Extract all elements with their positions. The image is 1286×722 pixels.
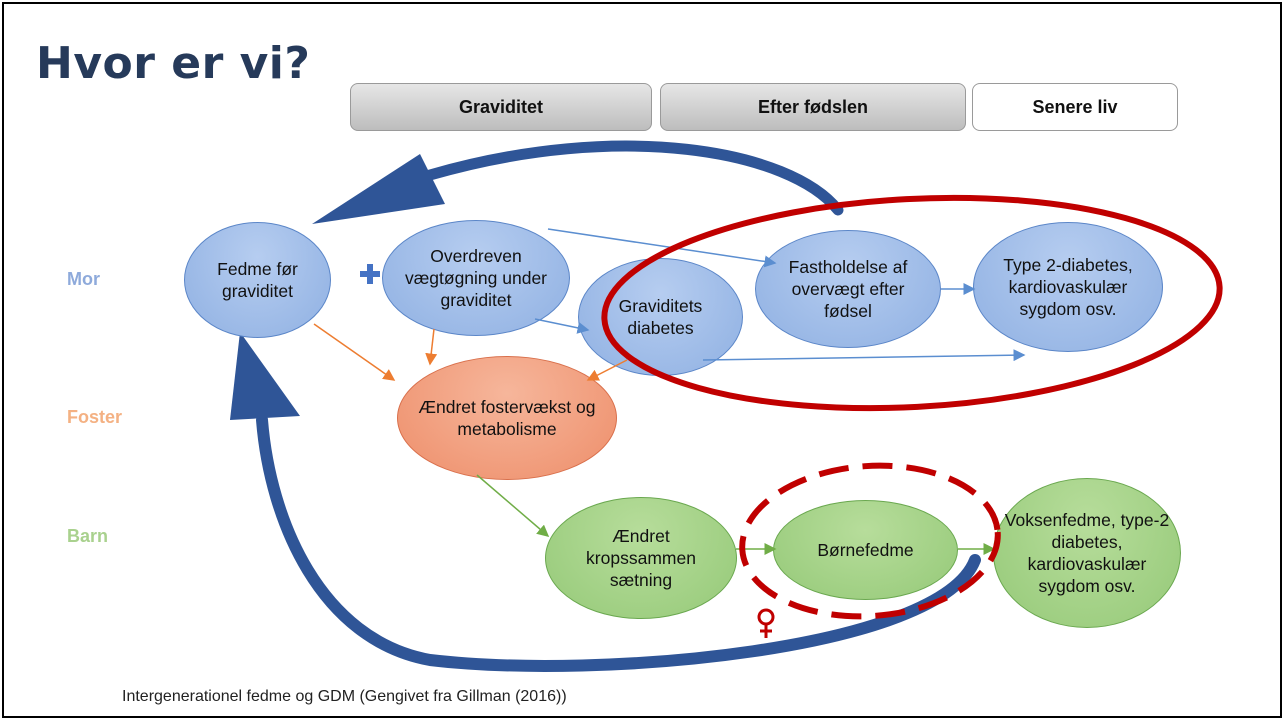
female-icon xyxy=(757,608,775,638)
row-label-mor: Mor xyxy=(67,269,100,289)
arrow-overdreven-to-fastholdelse xyxy=(547,228,777,268)
bottom-cycle-arrowhead xyxy=(230,332,300,420)
plus-icon xyxy=(360,264,380,284)
top-cycle-arrow-body xyxy=(424,140,844,216)
node-voksenfedme: Voksenfedme, type-2 diabetes, kardiovask… xyxy=(993,478,1181,628)
node-aendret-kropssammensaetning: Ændret kropssammen sætning xyxy=(545,497,737,619)
phase-efter-fodslen: Efter fødslen xyxy=(660,83,966,131)
red-dashed-ellipse xyxy=(739,462,1001,620)
node-overdreven-vaegtoegning: Overdreven vægtøgning under graviditet xyxy=(382,220,570,336)
arrow-overdreven-to-graviditets-diabetes xyxy=(534,318,590,334)
phase-graviditet: Graviditet xyxy=(350,83,652,131)
arrow-foster-to-krop xyxy=(476,474,550,537)
arrow-diabetes-to-foster xyxy=(586,359,628,381)
node-bornefedme: Børnefedme xyxy=(773,500,958,600)
node-aendret-fostervaekst: Ændret fostervækst og metabolisme xyxy=(397,356,617,480)
figure-caption: Intergenerationel fedme og GDM (Gengivet… xyxy=(122,688,567,705)
node-fedme-for-graviditet: Fedme før graviditet xyxy=(184,222,331,338)
slide-title: Hvor er vi? xyxy=(36,38,311,89)
top-cycle-arrowhead xyxy=(312,154,445,224)
phase-senere-liv: Senere liv xyxy=(972,83,1178,131)
node-fastholdelse-overvaegt: Fastholdelse af overvægt efter fødsel xyxy=(755,230,941,348)
arrow-overdreven-to-foster xyxy=(425,328,438,366)
bottom-cycle-arrow-body xyxy=(256,414,981,672)
row-label-foster: Foster xyxy=(67,407,123,427)
arrow-fedme-to-foster xyxy=(313,323,396,381)
arrow-graviditets-diabetes-to-type2 xyxy=(702,349,1026,362)
red-highlight-ellipse xyxy=(601,194,1223,412)
row-label-barn: Barn xyxy=(67,526,109,546)
